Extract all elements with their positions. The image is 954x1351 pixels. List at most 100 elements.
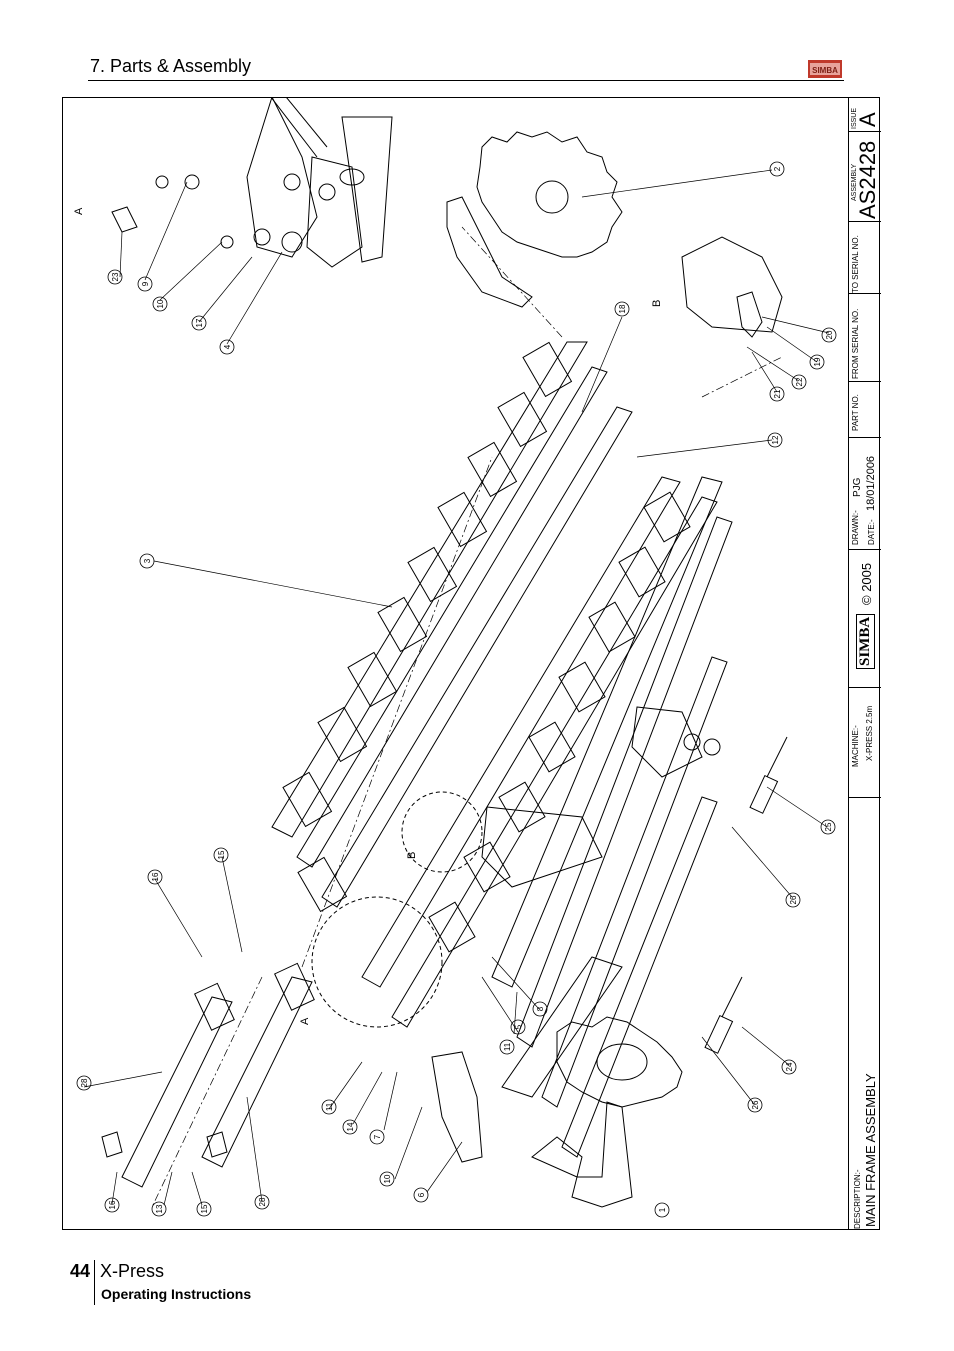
- callout-11a: 11: [321, 1099, 337, 1115]
- copyright-text: © 2005: [859, 562, 874, 605]
- svg-text:3: 3: [143, 558, 152, 563]
- svg-text:16: 16: [151, 872, 160, 881]
- svg-text:16: 16: [108, 1200, 117, 1209]
- svg-text:12: 12: [771, 435, 780, 444]
- machine-value: X-PRESS 2.5m: [865, 705, 874, 761]
- bottom-disc-assembly: [431, 1016, 683, 1208]
- title-block-divider: [849, 131, 881, 132]
- callout-10a: 10: [152, 296, 168, 312]
- beam-brackets: [282, 341, 721, 1098]
- footer-rule: [94, 1260, 95, 1305]
- callout-10b: 10: [379, 1171, 395, 1187]
- svg-text:4: 4: [223, 344, 232, 349]
- simba-logo-icon: SIMBA: [808, 60, 842, 78]
- detail-label-a-top: A: [73, 207, 85, 215]
- callout-11b: 11: [499, 1039, 515, 1055]
- document-subtitle: Operating Instructions: [101, 1286, 252, 1302]
- svg-text:15: 15: [200, 1204, 209, 1213]
- detail-label-a-bottom: A: [299, 1017, 311, 1025]
- drawn-label: DRAWN:-: [851, 510, 860, 545]
- svg-text:23: 23: [111, 272, 120, 281]
- leader-lines: [83, 169, 830, 1206]
- svg-text:26: 26: [751, 1100, 760, 1109]
- main-frame-exploded-drawing: 1 2 3 4 5 6 7 8 9 10 10 11 11 12 13 14 1…: [73, 97, 837, 1218]
- callout-24: 24: [781, 1059, 797, 1075]
- callout-21: 21: [769, 386, 785, 402]
- title-block-divider: [849, 687, 881, 688]
- callout-4: 4: [219, 339, 235, 355]
- svg-text:18: 18: [618, 304, 627, 313]
- drawbars: [101, 962, 315, 1188]
- svg-text:11: 11: [325, 1102, 334, 1111]
- title-block-logo: SIMBA: [856, 613, 875, 669]
- svg-text:22: 22: [795, 377, 804, 386]
- svg-text:21: 21: [773, 389, 782, 398]
- callout-1: 1: [654, 1202, 670, 1218]
- svg-text:28: 28: [80, 1078, 89, 1087]
- callout-20: 20: [821, 327, 837, 343]
- svg-text:15: 15: [217, 850, 226, 859]
- title-block-divider: [849, 221, 881, 222]
- callout-23: 23: [107, 269, 123, 285]
- to-serial-label: TO SERIAL NO.: [851, 235, 860, 293]
- callout-19: 19: [809, 354, 825, 370]
- svg-text:10: 10: [156, 299, 165, 308]
- top-disc-assembly: [446, 131, 783, 338]
- callout-5: 5: [510, 1019, 526, 1035]
- title-block-divider: [849, 381, 881, 382]
- title-block-divider: [849, 437, 881, 438]
- callout-15b: 15: [196, 1201, 212, 1217]
- centre-lines: [151, 226, 783, 1208]
- title-block-divider: [849, 549, 881, 550]
- svg-text:6: 6: [417, 1192, 426, 1197]
- callout-2: 2: [769, 161, 785, 177]
- svg-text:19: 19: [813, 357, 822, 366]
- callout-25: 25: [820, 819, 836, 835]
- svg-text:14: 14: [346, 1122, 355, 1131]
- section-title: 7. Parts & Assembly: [90, 56, 252, 76]
- callout-13: 13: [151, 1201, 167, 1217]
- svg-text:2: 2: [773, 166, 782, 171]
- product-name: X-Press: [100, 1261, 165, 1281]
- callout-14: 14: [342, 1119, 358, 1135]
- callout-26b: 26: [747, 1097, 763, 1113]
- assembly-number: AS2428: [855, 140, 880, 219]
- title-block-divider: [849, 293, 881, 294]
- svg-text:9: 9: [141, 281, 150, 286]
- date-label: DATE:-: [867, 519, 876, 545]
- callout-9: 9: [137, 276, 153, 292]
- issue-value: A: [855, 112, 880, 127]
- hitch-pins: [704, 736, 788, 1054]
- page-number: 44: [70, 1261, 91, 1281]
- svg-text:26: 26: [789, 895, 798, 904]
- part-callouts: 1 2 3 4 5 6 7 8 9 10 10 11 11 12 13 14 1…: [76, 161, 837, 1218]
- title-block: ISSUE A ASSEMBLY AS2428 TO SERIAL NO. FR…: [848, 97, 881, 1230]
- frame-beams: [271, 341, 733, 1158]
- callout-7: 7: [369, 1129, 385, 1145]
- svg-text:7: 7: [373, 1134, 382, 1139]
- svg-text:28: 28: [258, 1197, 267, 1206]
- title-block-divider: [849, 797, 881, 798]
- callout-18: 18: [614, 301, 630, 317]
- callout-3: 3: [139, 553, 155, 569]
- callout-17: 17: [191, 315, 207, 331]
- callout-16b: 16: [104, 1197, 120, 1213]
- top-linkage: [111, 97, 393, 268]
- drawn-value: PJG: [852, 477, 863, 497]
- detail-label-b-centre: B: [406, 852, 418, 859]
- part-no-label: PART NO.: [851, 394, 860, 431]
- detail-circles: [311, 791, 483, 1028]
- svg-text:8: 8: [536, 1006, 545, 1011]
- callout-22: 22: [791, 374, 807, 390]
- svg-text:17: 17: [195, 318, 204, 327]
- svg-text:20: 20: [825, 330, 834, 339]
- machine-label: MACHINE:-: [851, 725, 860, 767]
- from-serial-label: FROM SERIAL NO.: [851, 308, 860, 379]
- callout-26a: 26: [785, 892, 801, 908]
- header-rule: [88, 80, 844, 81]
- description-label: DESCRIPTION:-: [853, 1169, 862, 1229]
- logo-text: SIMBA: [812, 66, 838, 75]
- drawing-frame: [62, 97, 880, 1230]
- svg-text:13: 13: [155, 1204, 164, 1213]
- svg-text:11: 11: [503, 1042, 512, 1051]
